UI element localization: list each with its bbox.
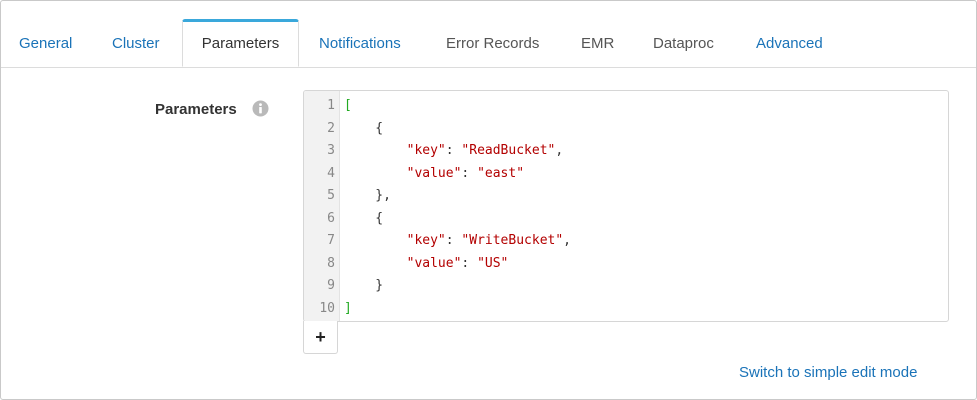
code-line[interactable]: [	[344, 95, 352, 118]
json-string: "key"	[406, 233, 446, 248]
code-line[interactable]: "value": "east"	[406, 165, 525, 181]
line-number-gutter	[304, 91, 340, 321]
line-number: 5	[327, 188, 335, 203]
tab-general[interactable]: General	[19, 35, 73, 52]
tab-dataproc[interactable]: Dataproc	[653, 35, 714, 52]
line-number: 2	[327, 120, 335, 136]
code-line[interactable]: {	[344, 210, 384, 226]
json-string: "ReadBucket"	[461, 143, 556, 158]
line-number: 7	[327, 233, 335, 248]
code-line[interactable]: "key": "WriteBucket",	[406, 233, 571, 248]
line-number: 6	[327, 210, 335, 226]
line-number: 1	[327, 98, 335, 113]
info-icon[interactable]	[252, 100, 269, 117]
tab-notifications[interactable]: Notifications	[319, 35, 401, 52]
json-string: "value"	[406, 255, 462, 271]
code-line[interactable]: ]	[344, 298, 352, 321]
tab-error-records[interactable]: Error Records	[446, 35, 540, 52]
code-line[interactable]: "key": "ReadBucket",	[406, 143, 564, 158]
json-string: "value"	[406, 165, 462, 181]
json-bracket: ]	[344, 300, 352, 316]
line-number: 10	[319, 300, 335, 316]
json-string: "key"	[406, 143, 446, 158]
line-number: 9	[327, 278, 335, 293]
plus-icon: +	[315, 327, 326, 347]
code-line[interactable]: {	[344, 120, 384, 136]
tab-emr[interactable]: EMR	[581, 35, 615, 52]
json-bracket: [	[344, 98, 352, 113]
tab-parameters[interactable]: Parameters	[182, 19, 299, 67]
parameters-label: Parameters	[155, 101, 237, 118]
tab-bar: General Cluster Parameters Notifications…	[1, 19, 976, 68]
json-string: "WriteBucket"	[461, 233, 564, 248]
line-number: 3	[327, 143, 335, 158]
json-code-editor[interactable]: 1 2 3 4 5 6 7 8 9 10 [ { "key": "ReadBuc…	[303, 90, 949, 322]
tab-cluster[interactable]: Cluster	[112, 35, 160, 52]
json-string: "US"	[477, 255, 509, 271]
switch-to-simple-edit-mode-link[interactable]: Switch to simple edit mode	[739, 364, 918, 381]
code-line[interactable]: }	[344, 278, 384, 293]
line-number: 8	[327, 255, 335, 271]
code-line[interactable]: "value": "US"	[406, 255, 509, 271]
json-string: "east"	[477, 165, 525, 181]
code-line[interactable]: },	[344, 188, 391, 203]
tab-advanced[interactable]: Advanced	[756, 35, 823, 52]
add-parameter-button[interactable]: +	[303, 321, 338, 354]
line-number: 4	[327, 165, 335, 181]
